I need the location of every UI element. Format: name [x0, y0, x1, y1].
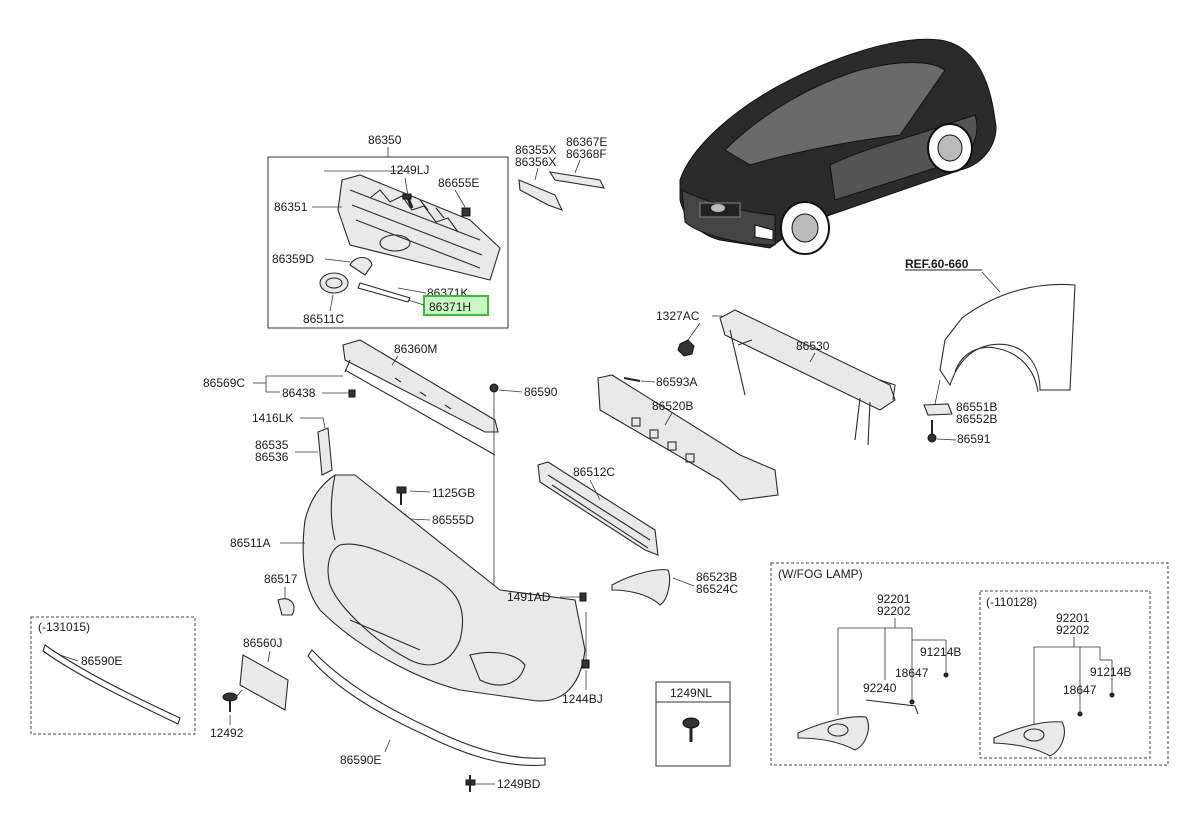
label-12492: 12492	[210, 726, 244, 740]
variant-box-110128	[979, 590, 1151, 759]
bumper-beam-86530	[719, 309, 896, 446]
label-1491AD: 1491AD	[507, 590, 551, 604]
label-91214B-a: 91214B	[920, 645, 961, 659]
label-92202-b: 92202	[1056, 623, 1090, 637]
label-86524C: 86524C	[696, 582, 738, 596]
label-86371H[interactable]: 86371H	[429, 300, 471, 314]
label-92240: 92240	[863, 681, 897, 695]
label-86351: 86351	[274, 200, 308, 214]
label-86355X: 86355X	[515, 143, 556, 157]
bracket-86367E	[548, 171, 605, 189]
label-86536: 86536	[255, 450, 289, 464]
clip-86438	[348, 389, 356, 398]
fog-bezel-86523B	[611, 569, 671, 606]
label-1327AC: 1327AC	[656, 309, 700, 323]
bolt-1244BJ	[581, 612, 590, 669]
label-86560J: 86560J	[243, 636, 282, 650]
label-86350: 86350	[368, 133, 402, 147]
license-bracket-86560J	[239, 654, 289, 711]
lower-lip-86590E	[307, 649, 546, 766]
label-86356X: 86356X	[515, 155, 556, 169]
fog-lamp-box	[770, 562, 1169, 766]
grille-molding-drawing	[357, 282, 411, 303]
screw-12492	[222, 692, 238, 712]
label-92201-b: 92201	[1056, 611, 1090, 625]
fender-bracket-86551B	[923, 379, 953, 416]
bolt-1125GB	[396, 486, 407, 505]
label-1244BJ: 1244BJ	[562, 692, 603, 706]
clip-86590	[489, 383, 499, 393]
label-86555D: 86555D	[432, 513, 474, 527]
tow-cap-86517	[277, 598, 295, 616]
label-86551B: 86551B	[956, 400, 997, 414]
label-86523B: 86523B	[696, 570, 737, 584]
fender-drawing	[939, 283, 1076, 393]
radiator-grille-drawing	[337, 174, 501, 281]
label-range-110128: (-110128)	[986, 595, 1037, 609]
emblem-bracket-drawing	[349, 256, 373, 276]
side-bracket-86535	[317, 427, 333, 476]
label-91214B-b: 91214B	[1090, 665, 1131, 679]
clip-86655E	[461, 207, 471, 217]
screw-1249BD	[465, 775, 476, 792]
label-1249NL: 1249NL	[670, 686, 712, 700]
label-86591: 86591	[957, 432, 991, 446]
label-1249LJ: 1249LJ	[390, 163, 429, 177]
clip-1491AD	[579, 592, 587, 602]
upper-bracket-86360M	[342, 339, 499, 456]
label-86360M: 86360M	[394, 342, 437, 356]
label-18647-a: 18647	[895, 666, 929, 680]
label-86438: 86438	[282, 386, 316, 400]
label-86655E: 86655E	[438, 176, 479, 190]
label-86590E-variant: 86590E	[81, 654, 122, 668]
label-ref-60-660[interactable]: REF.60-660	[905, 257, 969, 271]
screw-1249LJ	[402, 193, 414, 209]
label-86590: 86590	[524, 385, 558, 399]
bracket-86355X	[518, 179, 564, 211]
label-86593A: 86593A	[656, 375, 697, 389]
clip-86593A	[623, 377, 641, 382]
label-86512C: 86512C	[573, 465, 615, 479]
label-92202-a: 92202	[877, 604, 911, 618]
label-86517: 86517	[264, 572, 298, 586]
label-1125GB: 1125GB	[432, 486, 475, 500]
label-92201-a: 92201	[877, 592, 911, 606]
label-1249BD: 1249BD	[497, 777, 541, 791]
lower-grille-86512C	[537, 461, 659, 556]
label-fog-lamp: (W/FOG LAMP)	[778, 567, 863, 581]
nut-1327AC	[677, 339, 695, 357]
bolt-86591	[927, 420, 937, 443]
label-86535: 86535	[255, 438, 289, 452]
label-86367E: 86367E	[566, 135, 607, 149]
label-86511C: 86511C	[303, 312, 344, 326]
variant-box-131015	[30, 616, 196, 735]
car-illustration	[679, 38, 997, 255]
label-86368F: 86368F	[566, 147, 607, 161]
label-86590E: 86590E	[340, 753, 381, 767]
label-86359D: 86359D	[272, 252, 314, 266]
highlight-86371H[interactable]	[423, 295, 489, 316]
lip-86590E-variant	[42, 644, 181, 725]
label-86511A: 86511A	[230, 536, 270, 550]
bumper-cover-86511A	[302, 474, 586, 702]
label-86552B: 86552B	[956, 412, 997, 426]
label-1416LK: 1416LK	[252, 411, 293, 425]
screw-1249NL	[682, 717, 700, 742]
label-86569C: 86569C	[203, 376, 245, 390]
energy-absorber-86520B	[597, 374, 779, 501]
emblem-drawing	[319, 272, 349, 294]
label-86520B: 86520B	[652, 399, 693, 413]
fog-lamp-drawing-b	[993, 692, 1115, 757]
label-range-131015: (-131015)	[38, 620, 90, 634]
screw-box-1249NL	[655, 681, 731, 767]
fog-lamp-drawing-a	[797, 672, 949, 751]
label-18647-b: 18647	[1063, 683, 1097, 697]
label-86530: 86530	[796, 339, 830, 353]
